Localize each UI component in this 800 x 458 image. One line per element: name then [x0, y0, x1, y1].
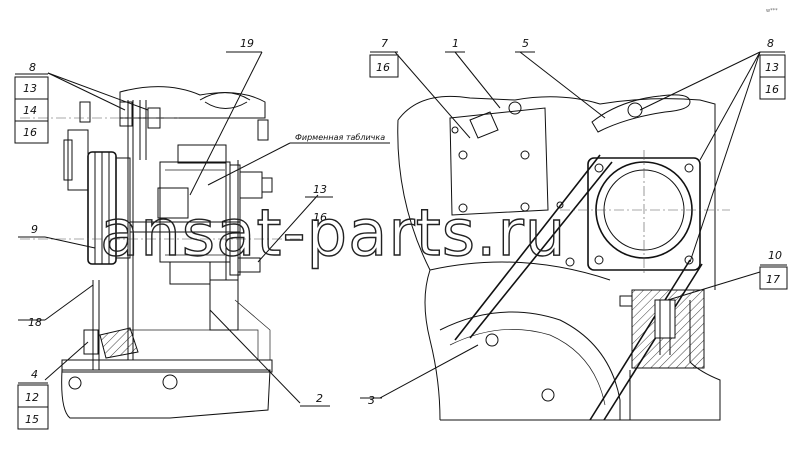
callout-16-right-b: 16 [765, 83, 779, 96]
fan-guard [67, 129, 89, 191]
terminal-stud [261, 177, 273, 193]
terminal-box [239, 171, 263, 199]
plate-bolt-4 [520, 202, 530, 212]
callout-8-left: 8 [29, 61, 36, 74]
watermark-text: ansat-parts.ru [100, 197, 566, 271]
leader-lines [44, 51, 761, 404]
callout-16-right-a: 16 [376, 61, 390, 74]
lower-slope [234, 299, 271, 360]
bolt-14 [119, 101, 133, 127]
crank-bolt-2 [541, 388, 555, 402]
flywheel-arc [439, 311, 621, 420]
callout-19: 19 [240, 37, 254, 50]
nut-16 [237, 257, 261, 273]
callout-1: 1 [452, 37, 459, 50]
callouts-right: 7 16 1 5 8 13 16 10 17 3 [360, 37, 788, 407]
plate-bolt-1 [458, 150, 468, 160]
base-hole-center [162, 374, 178, 390]
flange-bolt-tl [594, 163, 604, 173]
callout-13-right: 13 [765, 61, 779, 74]
alternator-bottom-mount [169, 261, 211, 285]
tension-bar [129, 221, 241, 233]
flange-bolt-bl [594, 255, 604, 265]
mount-plate [449, 107, 549, 216]
callouts-left: 8 13 14 16 19 13 16 9 18 4 12 15 2 Фирме… [14, 37, 390, 430]
callout-17: 17 [766, 273, 780, 286]
callout-9: 9 [31, 223, 38, 236]
saddle-inner-arch [204, 101, 248, 109]
weld-section [99, 327, 139, 359]
nameplate-label: Фирменная табличка [295, 133, 385, 142]
callout-13-mid: 13 [313, 183, 327, 196]
flange-bolt-tr [684, 163, 694, 173]
left-view-assembly [20, 86, 300, 419]
callout-16-left: 16 [23, 126, 37, 139]
callout-4: 4 [31, 368, 38, 381]
callout-5: 5 [522, 37, 529, 50]
callout-14-left: 14 [23, 104, 37, 117]
callout-3: 3 [368, 394, 375, 407]
pulley-hub [115, 157, 131, 259]
lower-block [127, 329, 259, 361]
belt-run-1 [454, 154, 601, 341]
callout-7: 7 [381, 37, 388, 50]
callout-12: 12 [25, 391, 39, 404]
callout-10: 10 [768, 249, 782, 262]
right-view-assembly [397, 94, 730, 421]
plate-bracket [469, 111, 499, 139]
callout-18: 18 [28, 316, 42, 329]
bolt-4 [83, 329, 99, 355]
callout-13-left: 13 [23, 82, 37, 95]
base-hole-left [68, 376, 82, 390]
plate-bolt-3 [458, 203, 468, 213]
stud-section [654, 299, 676, 339]
housing-top-contour [397, 95, 716, 290]
stud-nut [619, 295, 633, 307]
alternator-end-cap [229, 164, 241, 276]
housing-left-contour [397, 119, 441, 421]
arm-bolt [627, 102, 643, 118]
top-saddle [119, 86, 266, 119]
adjusting-arm [591, 94, 691, 133]
callout-15: 15 [25, 413, 39, 426]
flywheel-inner-arc [449, 329, 606, 406]
belt-run-1b [469, 161, 613, 339]
housing-lower-arc [429, 261, 611, 281]
bracket-upright [209, 279, 239, 331]
saddle-arch [199, 92, 251, 101]
plate-bolt-2 [520, 150, 530, 160]
plate-pivot [508, 101, 522, 115]
callout-2: 2 [316, 392, 323, 405]
alternator-top-mount [177, 144, 227, 164]
base-plate [61, 369, 271, 419]
corner-logo: w*** [766, 8, 778, 14]
bolt-saddle [257, 119, 269, 141]
nameplate [157, 187, 189, 219]
bolt-13 [79, 101, 91, 123]
crank-bolt-1 [485, 333, 499, 347]
callout-8-right: 8 [767, 37, 774, 50]
callout-16-mid: 16 [313, 211, 327, 224]
fan-guard-lip [63, 139, 73, 181]
